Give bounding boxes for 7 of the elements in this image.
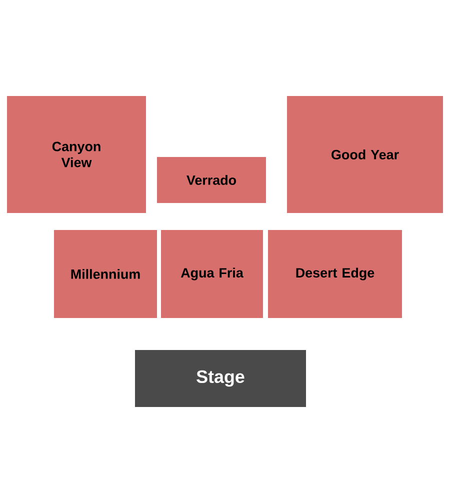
seating-section: Canyon View [7,96,146,213]
stage: Stage [135,350,306,407]
seating-section: Good Year [287,96,443,213]
seating-section: Millennium [54,230,157,318]
seating-section: Desert Edge [268,230,402,318]
seating-section: Verrado [157,157,266,203]
seating-section: Agua Fria [161,230,263,318]
